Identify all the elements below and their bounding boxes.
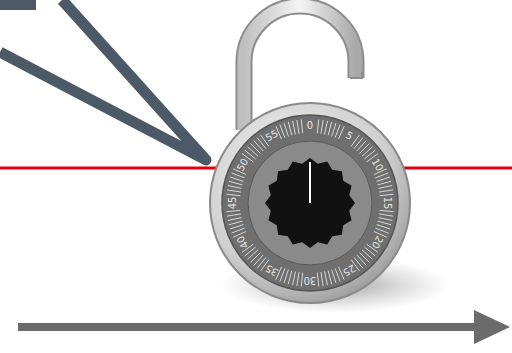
dial-tick	[379, 190, 393, 192]
dial-number: 15	[382, 197, 392, 210]
dial-tick	[288, 271, 292, 285]
dial-tick	[360, 253, 370, 263]
pointer-tool	[0, 0, 206, 160]
dial-tick	[332, 123, 336, 136]
dial-tick	[245, 150, 256, 159]
dial-tick	[230, 225, 243, 229]
dial-number: 10	[369, 156, 384, 172]
pointer-tool-end	[0, 0, 36, 10]
dial-tick	[226, 210, 240, 211]
dial-number: 30	[304, 275, 317, 285]
dial-tick	[301, 273, 302, 287]
dial-tick	[226, 194, 240, 195]
dial-number: 5	[343, 130, 354, 142]
dial-tick	[325, 271, 328, 285]
dial-tick	[301, 119, 302, 133]
direction-arrow	[18, 323, 478, 331]
dial-tick	[357, 255, 366, 265]
dial-tick	[332, 270, 336, 283]
dial-tick	[325, 121, 328, 135]
dial-tick	[317, 119, 318, 133]
dial-tick	[293, 271, 296, 285]
dial-tick	[378, 221, 392, 225]
shackle-hook	[350, 72, 362, 78]
dial-tick	[280, 268, 285, 281]
lock-body	[210, 103, 410, 303]
dial-tick	[364, 150, 375, 159]
dial-tick	[248, 147, 258, 156]
direction-arrowhead	[474, 310, 510, 344]
dial-number: 25	[340, 262, 356, 277]
dial-tick	[228, 218, 242, 221]
dial-tick	[362, 250, 372, 259]
dial-tick	[229, 221, 243, 225]
dial-number: 45	[228, 197, 238, 210]
dial-tick	[251, 253, 261, 263]
dial-tick	[288, 122, 292, 136]
dial-tick	[280, 125, 285, 138]
dial-number: 55	[263, 129, 279, 144]
dial-tick	[297, 120, 299, 134]
dial-tick	[380, 194, 394, 195]
dial-tick	[328, 122, 332, 136]
dial-tick	[251, 144, 261, 154]
dial-tick	[378, 186, 392, 189]
dial-tick	[377, 177, 390, 181]
dial-number: 20	[369, 233, 384, 249]
dial-tick	[362, 147, 372, 156]
dial-tick	[297, 272, 299, 286]
dial-tick	[321, 120, 323, 134]
dial-tick	[377, 225, 390, 229]
dial-tick	[380, 210, 394, 211]
dial-tick	[284, 270, 288, 283]
dial-tick	[379, 214, 393, 216]
dial-tick	[335, 125, 340, 138]
dial-tick	[335, 268, 340, 281]
dial-tick	[317, 273, 318, 287]
dial-tick	[230, 177, 243, 181]
dial-tick	[360, 144, 370, 154]
dial-tick	[378, 181, 392, 185]
dial-tick	[227, 190, 241, 192]
dial-tick	[351, 135, 359, 146]
dial-tick	[284, 123, 288, 136]
dial-tick	[293, 121, 296, 135]
dial-tick	[328, 271, 332, 285]
dial-tick	[364, 247, 375, 256]
dial-pointer	[309, 162, 311, 203]
dial-number: 35	[263, 262, 279, 277]
dial-tick	[245, 247, 256, 256]
dial-tick	[354, 138, 363, 149]
dial-number: 40	[236, 233, 251, 249]
dial-tick	[254, 255, 263, 265]
dial-number: 0	[307, 121, 313, 131]
dial-knob	[265, 158, 355, 248]
dial-tick	[257, 257, 266, 268]
dial-tick	[227, 214, 241, 216]
dial-tick	[232, 173, 245, 178]
dial-tick	[354, 257, 363, 268]
dial-ring	[222, 115, 398, 291]
dial-tick	[257, 138, 266, 149]
dial-tick	[232, 228, 245, 233]
dial-tick	[229, 181, 243, 185]
dial-tick	[375, 173, 388, 178]
dial-face	[248, 141, 372, 265]
dial-tick	[375, 228, 388, 233]
dial-tick	[254, 141, 263, 151]
dial-tick	[228, 186, 242, 189]
dial-tick	[248, 250, 258, 259]
dial-tick	[357, 141, 366, 151]
dial-tick	[321, 272, 323, 286]
dial-number: 50	[236, 156, 251, 172]
dial-ticks	[226, 119, 393, 286]
dial-tick	[378, 218, 392, 221]
